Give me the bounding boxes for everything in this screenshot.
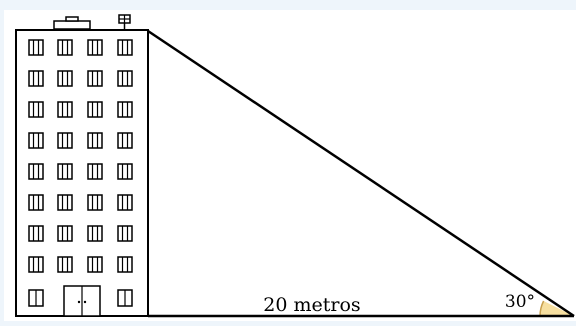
window	[57, 101, 73, 118]
window	[117, 194, 133, 211]
window	[57, 225, 73, 242]
window	[87, 70, 103, 87]
window	[117, 163, 133, 180]
window	[117, 225, 133, 242]
window	[57, 70, 73, 87]
window	[87, 39, 103, 56]
building-windows	[28, 39, 133, 273]
window	[117, 39, 133, 56]
window	[57, 39, 73, 56]
window	[28, 70, 44, 87]
window	[57, 256, 73, 273]
base-length-label: 20 metros	[263, 294, 360, 316]
window	[28, 163, 44, 180]
window	[28, 101, 44, 118]
window	[117, 132, 133, 149]
window	[87, 225, 103, 242]
window	[117, 256, 133, 273]
door-icon	[63, 285, 101, 317]
angle-label: 30°	[505, 292, 535, 312]
window	[57, 163, 73, 180]
window	[87, 101, 103, 118]
ground-window-left	[28, 289, 44, 307]
ground-window-right	[117, 289, 133, 307]
window	[28, 132, 44, 149]
window	[87, 256, 103, 273]
window	[28, 225, 44, 242]
window	[87, 163, 103, 180]
window	[57, 194, 73, 211]
window	[117, 70, 133, 87]
window	[28, 194, 44, 211]
window	[87, 194, 103, 211]
window	[117, 101, 133, 118]
window	[87, 132, 103, 149]
antenna-icon	[118, 14, 131, 30]
window	[28, 39, 44, 56]
window	[57, 132, 73, 149]
hypotenuse-line	[147, 29, 575, 318]
window	[28, 256, 44, 273]
angle-sector	[540, 301, 574, 316]
